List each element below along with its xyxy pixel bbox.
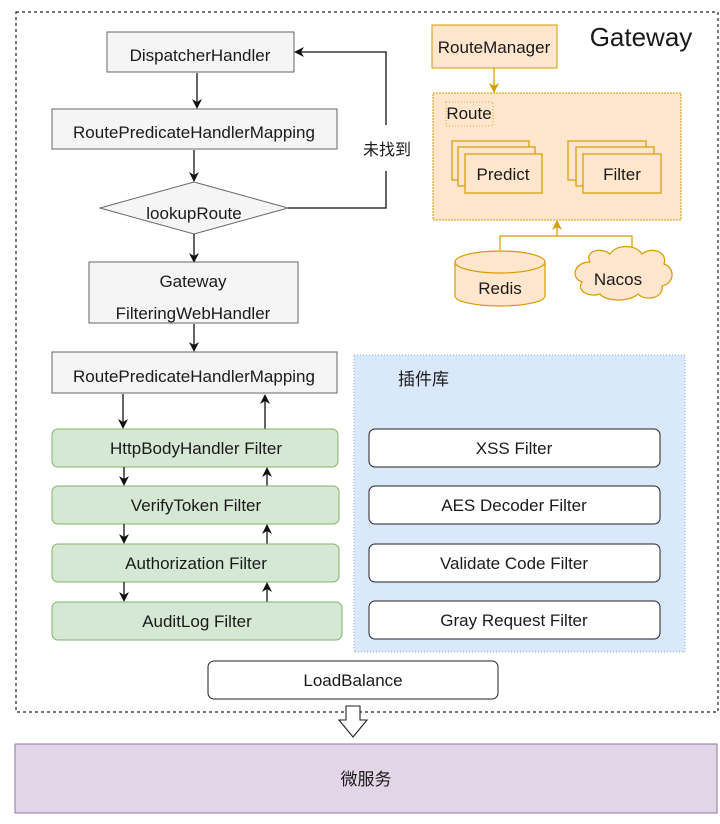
route-label-box <box>445 101 494 127</box>
gateway-title: Gateway <box>590 22 693 52</box>
route-group: Route Predict Filter <box>432 92 682 221</box>
filtering-web-handler-line2: FilteringWebHandler <box>116 304 271 323</box>
filter-label: Filter <box>603 165 641 184</box>
filter-chain: HttpBodyHandler Filter VerifyToken Filte… <box>51 428 343 641</box>
filter-chain-item[interactable]: VerifyToken Filter <box>51 485 340 525</box>
plugin-library-title: 插件库 <box>398 370 449 390</box>
load-balance-label: LoadBalance <box>303 671 402 690</box>
route-predicate-mapping-top-node[interactable]: RoutePredicateHandlerMapping <box>51 108 338 150</box>
filter-chain-item-label: HttpBodyHandler Filter <box>110 439 282 458</box>
route-predicate-mapping-top-label: RoutePredicateHandlerMapping <box>73 123 315 142</box>
gateway-container <box>15 11 719 713</box>
route-group-label: Route <box>446 104 491 123</box>
redis-datastore[interactable]: Redis <box>454 250 546 307</box>
plugin-item[interactable]: XSS Filter <box>368 428 661 468</box>
plugin-item-label: Gray Request Filter <box>440 611 588 630</box>
route-predicate-mapping-bottom-node[interactable]: RoutePredicateHandlerMapping <box>51 351 338 394</box>
plugin-item[interactable]: AES Decoder Filter <box>368 485 661 525</box>
route-manager-label: RouteManager <box>438 38 551 57</box>
nacos-label: Nacos <box>594 270 642 289</box>
plugin-item-label: AES Decoder Filter <box>441 496 587 515</box>
not-found-label: 未找到 <box>363 140 411 159</box>
route-manager-node[interactable]: RouteManager <box>431 24 558 69</box>
predict-stack[interactable]: Predict <box>451 140 543 194</box>
filter-chain-item[interactable]: AuditLog Filter <box>51 601 343 641</box>
plugin-item-label: XSS Filter <box>476 439 553 458</box>
redis-label: Redis <box>478 279 521 298</box>
filter-chain-item-label: VerifyToken Filter <box>131 496 262 515</box>
filter-chain-item[interactable]: Authorization Filter <box>51 543 340 583</box>
not-found-line-upper <box>294 47 387 125</box>
plugin-item[interactable]: Validate Code Filter <box>368 543 661 583</box>
filter-chain-item-label: AuditLog Filter <box>142 612 252 631</box>
filter-chain-item[interactable]: HttpBodyHandler Filter <box>51 428 339 468</box>
microservice-label: 微服务 <box>341 770 392 790</box>
dispatcher-handler-label: DispatcherHandler <box>130 46 271 65</box>
predict-label: Predict <box>477 165 530 184</box>
hollow-down-arrow-icon <box>337 705 369 738</box>
filter-stack[interactable]: Filter <box>567 140 662 194</box>
load-balance-node[interactable]: LoadBalance <box>207 660 499 700</box>
filtering-web-handler-node[interactable]: Gateway FilteringWebHandler <box>88 261 299 324</box>
plugin-library: 插件库 XSS Filter AES Decoder Filter Valida… <box>353 354 686 653</box>
lookup-route-decision[interactable]: lookupRoute <box>98 181 290 235</box>
microservice-node[interactable]: 微服务 <box>14 743 718 814</box>
filter-chain-item-label: Authorization Filter <box>125 554 267 573</box>
dispatcher-handler-node[interactable]: DispatcherHandler <box>106 31 295 73</box>
filtering-web-handler-line1: Gateway <box>159 272 227 291</box>
nacos-cloud[interactable]: Nacos <box>574 245 673 301</box>
plugin-item-label: Validate Code Filter <box>440 554 588 573</box>
lookup-route-label: lookupRoute <box>146 204 241 223</box>
route-predicate-mapping-bottom-label: RoutePredicateHandlerMapping <box>73 367 315 386</box>
plugin-item[interactable]: Gray Request Filter <box>368 600 661 640</box>
not-found-line-lower <box>288 171 387 209</box>
